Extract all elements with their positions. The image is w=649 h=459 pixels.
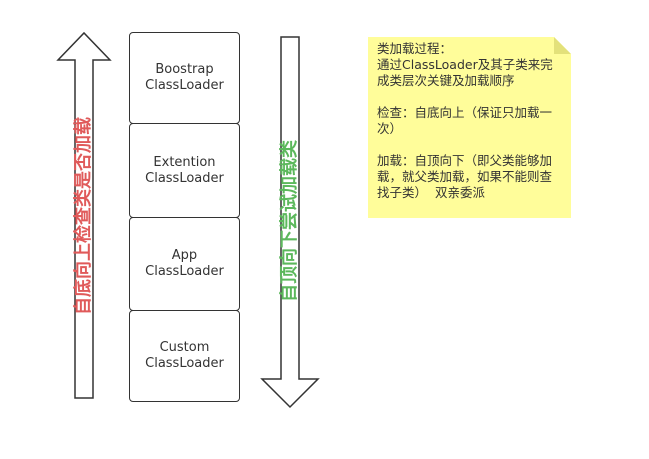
up-arrow [56,31,112,399]
box-line1: Boostrap [155,62,214,77]
box-line2: ClassLoader [145,356,224,371]
down-arrow [260,36,320,409]
note-description: 通过ClassLoader及其子类来完成类层次关键及加载顺序 [377,57,553,88]
box-line2: ClassLoader [145,78,224,93]
down-arrow-label: 自顶向下尝试加载类 [279,140,300,302]
note-check: 检查：自底向上（保证只加载一次） [377,105,553,136]
note-title: 类加载过程： [377,41,453,56]
box-line1: Custom [159,340,210,355]
sticky-note: 类加载过程： 通过ClassLoader及其子类来完成类层次关键及加载顺序 检查… [368,37,571,218]
box-line2: ClassLoader [145,170,224,186]
box-line1: Extention [153,154,216,170]
note-shape [368,37,571,218]
box-line2: ClassLoader [145,264,224,279]
note-text: 类加载过程： 通过ClassLoader及其子类来完成类层次关键及加载顺序 检查… [377,41,563,201]
note-load: 加载：自顶向下（即父类能够加载，就父类加载，如果不能则查找子类） 双亲委派 [377,153,553,200]
box-line1: App [171,248,198,263]
up-arrow-label: 自底向上检查类是否加载 [73,117,94,315]
note-fold-icon [554,37,571,54]
